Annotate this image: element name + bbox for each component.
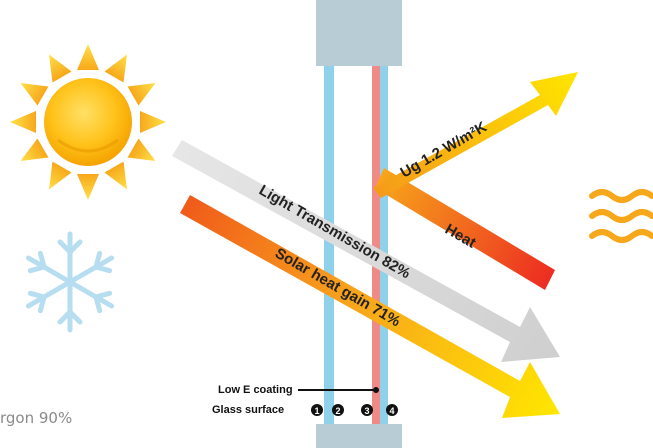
glass-surface-label: Glass surface [212,404,284,416]
argon-fill-label: rgon 90% [0,409,73,427]
low-e-coating-layer [372,66,380,424]
surface-marker-3: 3 [361,404,373,416]
snowflake-icon [25,231,115,333]
surface-marker-1: 1 [311,404,323,416]
frame-bottom [316,424,402,448]
light-transmission-arrow [172,140,560,362]
svg-text:3: 3 [364,406,369,416]
ug-arrow [373,72,578,198]
svg-text:4: 4 [389,406,394,416]
heat-arrow [375,168,555,290]
surface-marker-2: 2 [332,404,344,416]
frame-top [316,0,402,66]
heat-waves-icon [589,189,653,243]
solar-heat-gain-arrow [180,195,560,418]
surface-marker-4: 4 [386,404,398,416]
ug-label: Ug 1.2 W/m²K [398,118,490,181]
glass-pane-outer [324,66,334,424]
sun-icon [10,44,166,200]
low-e-coating-label: Low E coating [218,384,293,396]
svg-text:2: 2 [335,406,340,416]
svg-text:1: 1 [314,406,319,416]
glass-pane-inner [380,66,388,424]
low-e-pointer-dot [373,387,379,393]
